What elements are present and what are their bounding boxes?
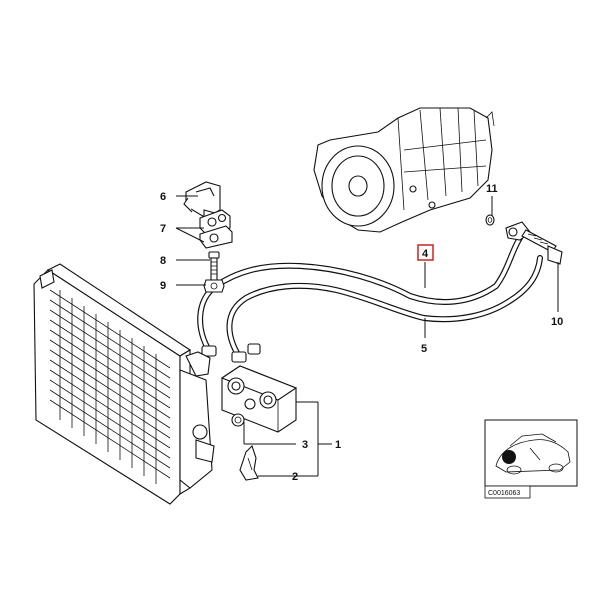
radiator [33, 263, 215, 505]
sealing-ring-part-11 [485, 214, 495, 226]
callout-8: 8 [160, 255, 166, 267]
screw-part-8 [208, 251, 220, 281]
location-marker [502, 450, 516, 464]
inset-reference-code: C0016063 [488, 490, 520, 497]
seal-ring-part-3 [231, 413, 245, 427]
callout-4: 4 [422, 248, 429, 260]
banjo-bolt-part-10 [521, 229, 563, 265]
callout-2: 2 [292, 471, 298, 483]
callout-7: 7 [160, 223, 166, 235]
callout-3: 3 [302, 439, 308, 451]
oil-cooler-part-1 [220, 365, 298, 433]
hose-clamp-part-7 [199, 209, 233, 249]
transmission-housing [313, 107, 495, 233]
callout-labels: 6 7 8 9 11 4 5 10 1 3 2 [160, 183, 563, 483]
callout-1: 1 [335, 439, 341, 451]
leader-lines [175, 195, 559, 477]
callout-4-highlight-box [417, 244, 434, 261]
callout-6: 6 [160, 191, 166, 203]
callout-9: 9 [160, 280, 166, 292]
bracket-part-2 [239, 444, 259, 481]
vehicle-location-inset: C0016063 [484, 419, 578, 499]
callout-5: 5 [421, 343, 427, 355]
callout-10: 10 [551, 316, 563, 328]
nut-part-9 [203, 279, 225, 293]
cooler-hose-assembly [197, 221, 543, 363]
callout-11: 11 [486, 183, 498, 195]
